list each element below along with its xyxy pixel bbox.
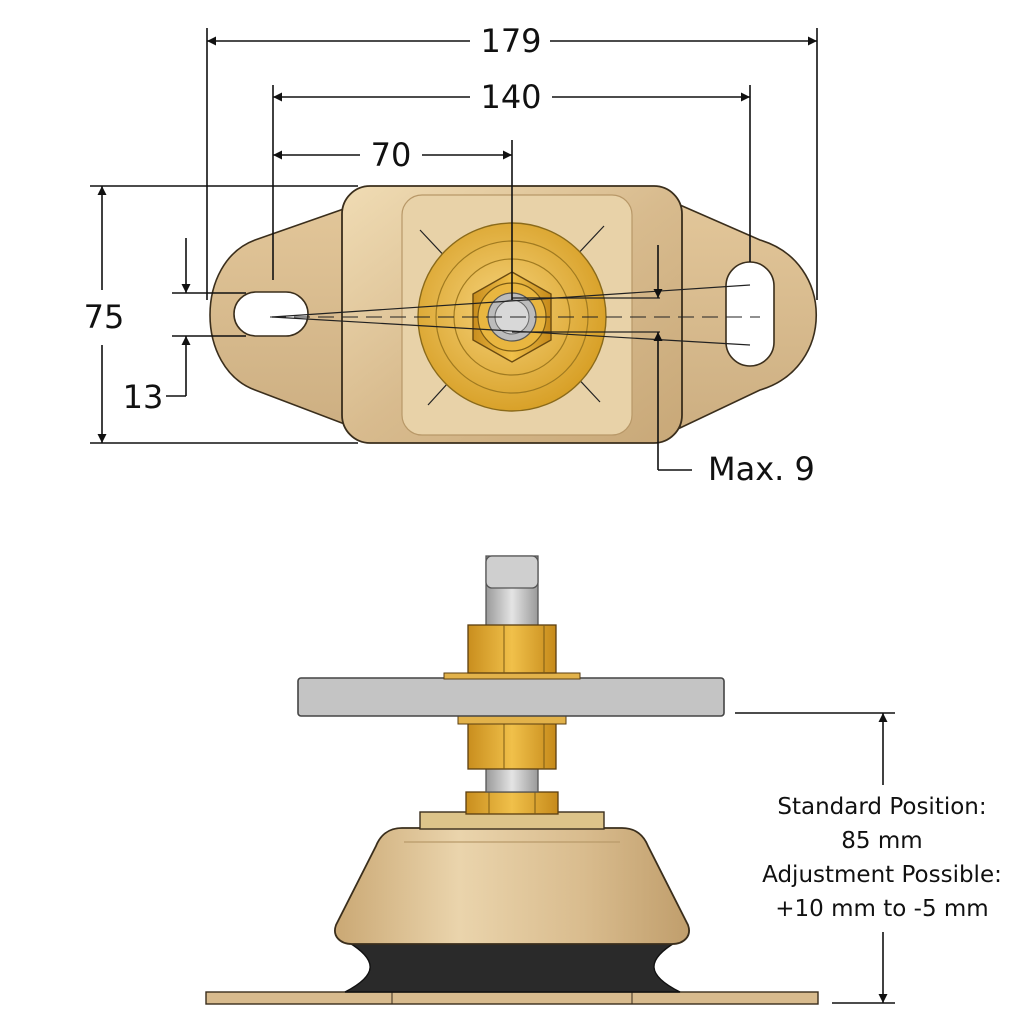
side-view: Standard Position: 85 mm Adjustment Poss… <box>205 555 1002 1005</box>
note-adjustment: Adjustment Possible: <box>762 862 1002 888</box>
dim-75: 75 <box>84 298 125 336</box>
middle-nut <box>467 722 557 770</box>
dim-70: 70 <box>371 136 412 174</box>
rubber-element <box>344 941 681 993</box>
dim-179: 179 <box>480 22 541 60</box>
cone-housing <box>334 827 690 945</box>
note-adjustment-range: +10 mm to -5 mm <box>775 896 988 922</box>
upper-nut <box>467 624 557 674</box>
note-standard-position: Standard Position: <box>777 794 986 820</box>
top-view: 179 140 70 75 13 Max. 9 <box>84 22 818 488</box>
right-slot <box>725 261 775 367</box>
left-slot <box>233 291 309 337</box>
dim-13: 13 <box>123 378 164 416</box>
base-plate <box>205 991 819 1005</box>
engine-bracket-plate <box>297 677 725 717</box>
dim-140: 140 <box>480 78 541 116</box>
note-standard-value: 85 mm <box>841 828 922 854</box>
lower-nut <box>465 791 559 815</box>
dim-max-9: Max. 9 <box>708 450 815 488</box>
